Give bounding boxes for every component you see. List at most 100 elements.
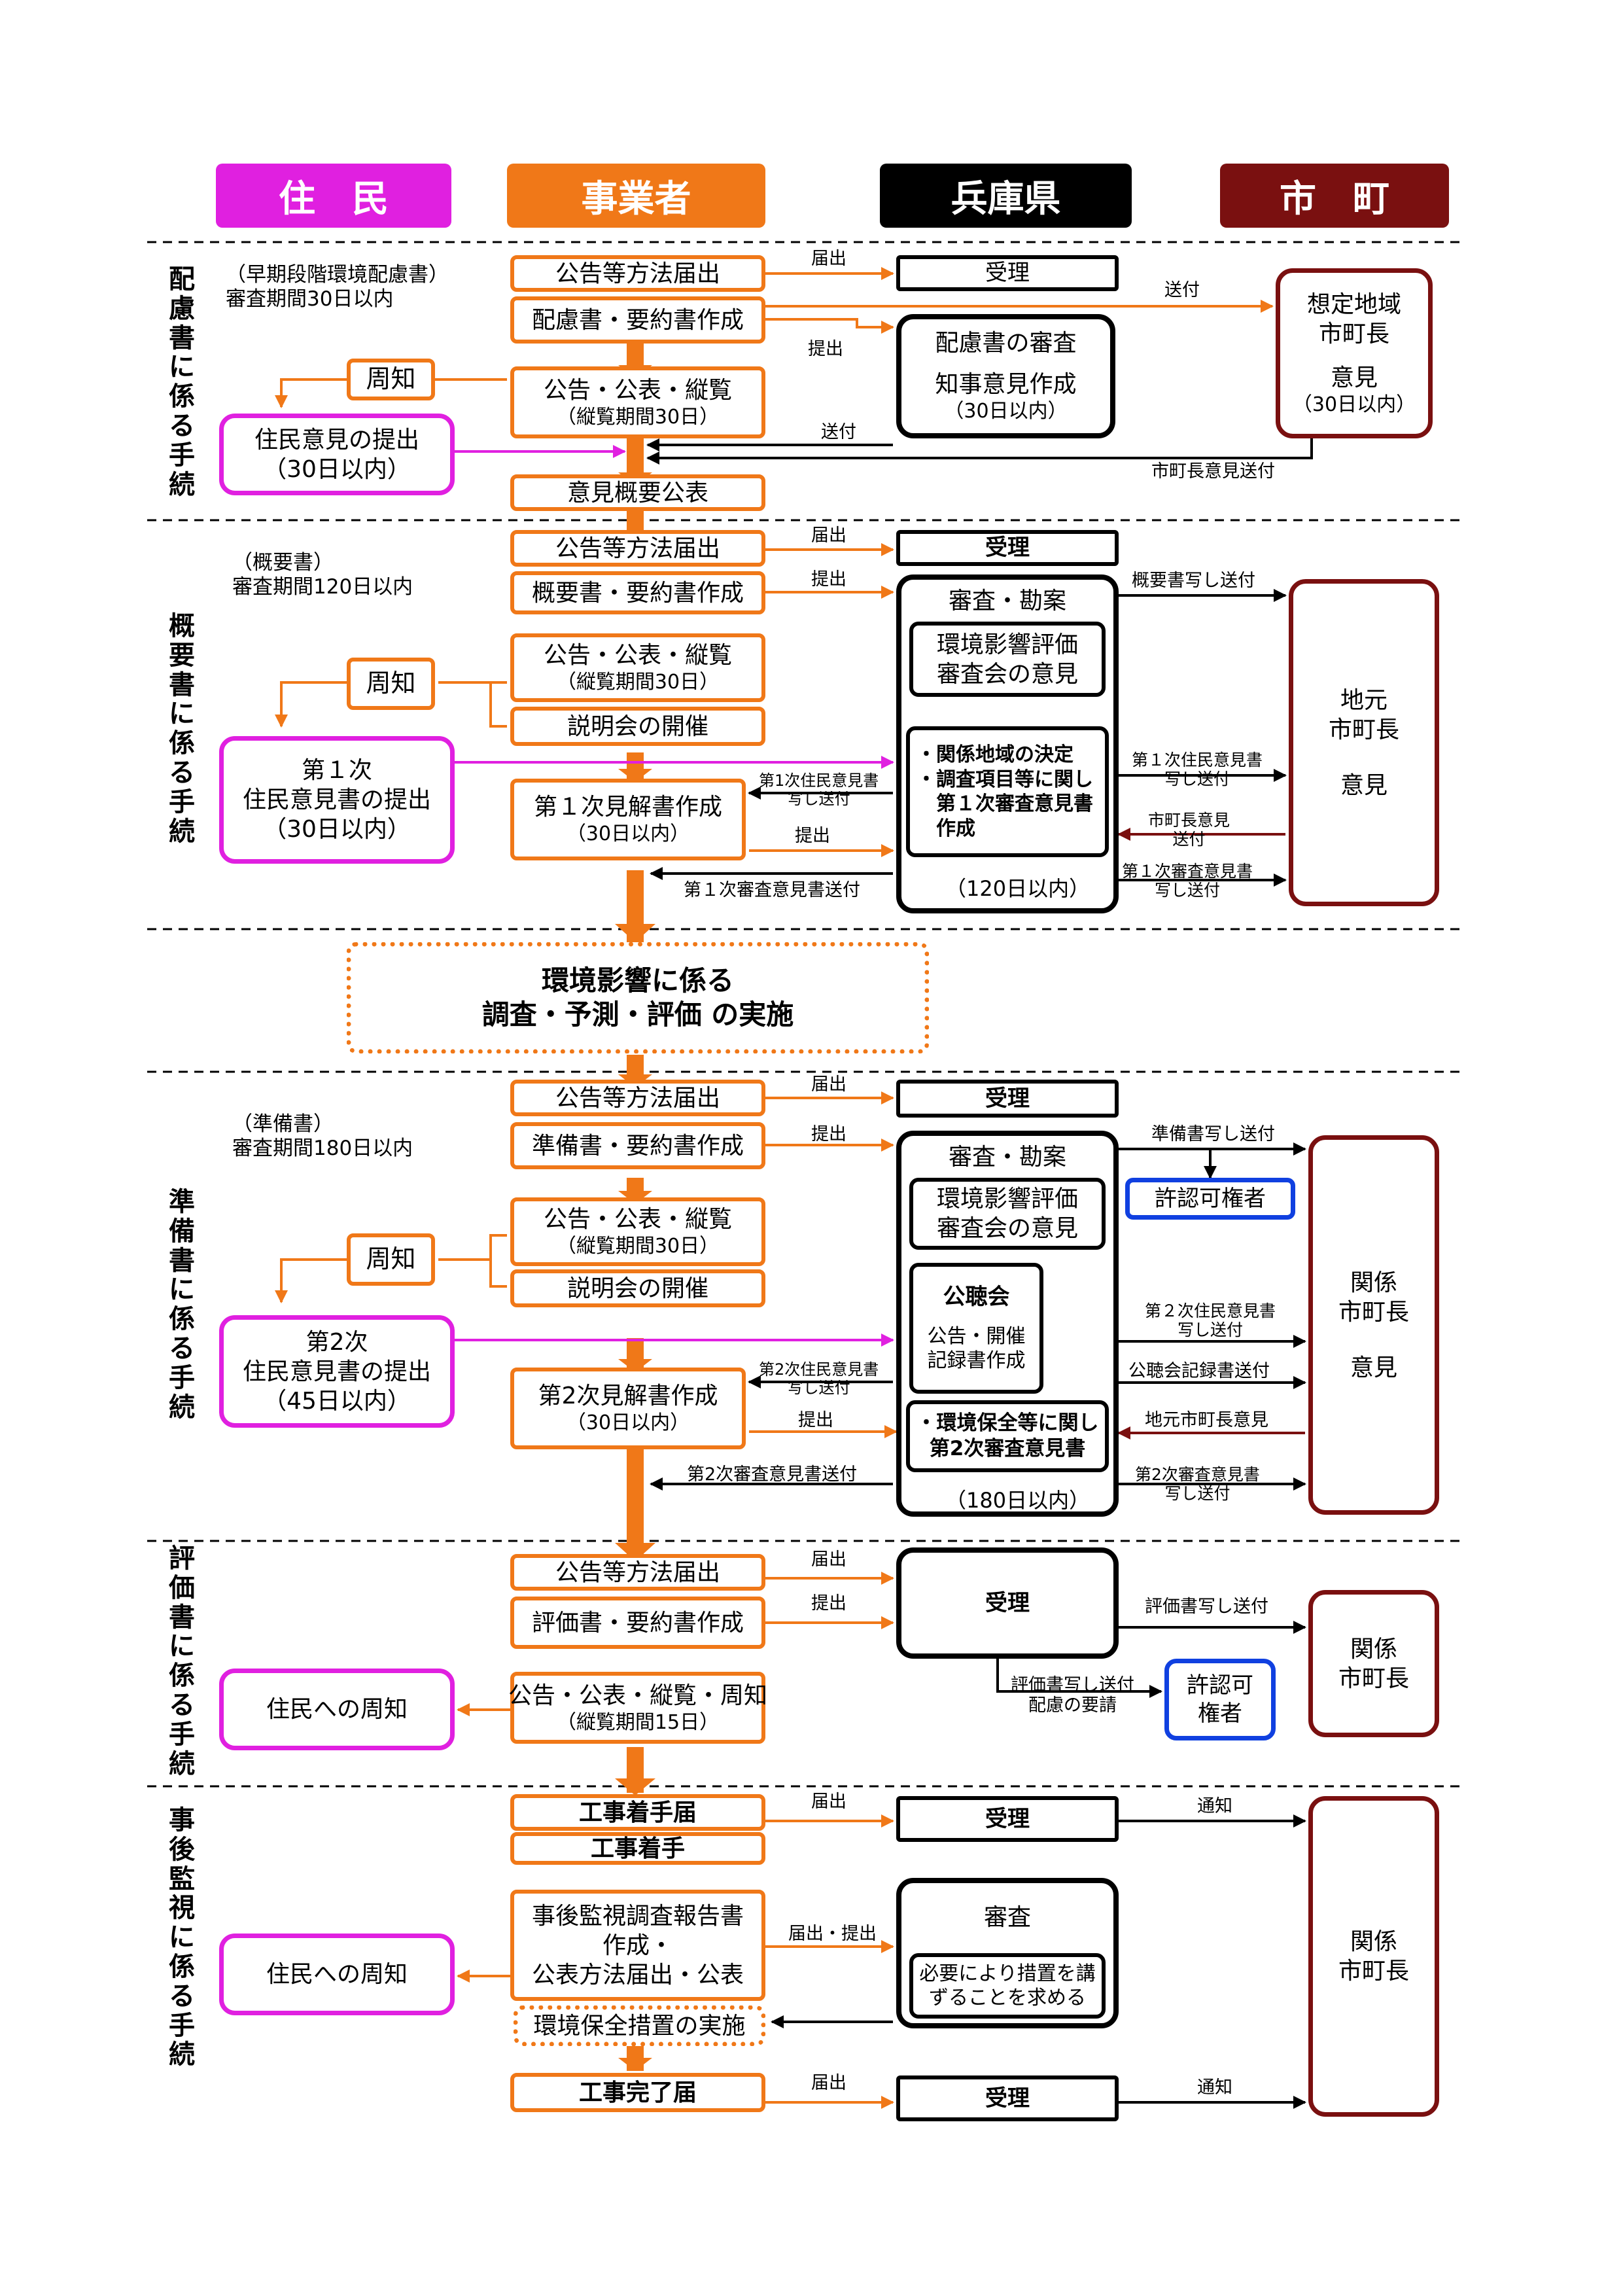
s1-notice: 周知 — [347, 359, 435, 400]
s2-note: （概要書）審査期間120日以内 — [232, 551, 413, 599]
s4-mun: 関係市町長 — [1308, 1590, 1439, 1737]
s4-label-teishutsu: 提出 — [811, 1593, 846, 1614]
s3-op-create-docs: 準備書・要約書作成 — [510, 1122, 765, 1169]
s4-connectors — [457, 1572, 1306, 1716]
s2-pref-accept: 受理 — [896, 530, 1119, 566]
section-label-2: 概要書に係る手続 — [169, 611, 195, 847]
s2-connectors — [275, 543, 1287, 887]
s1-mun-opinion: 想定地域市町長意見（30日以内） — [1276, 268, 1433, 438]
s2-notice: 周知 — [347, 658, 435, 710]
s3-pref-days: （180日以内） — [945, 1488, 1091, 1513]
s2-label-res-copy: 第1次住民意見書写し送付 — [759, 771, 879, 808]
s4-permit-holder: 許認可権者 — [1164, 1659, 1276, 1740]
section-label-1: 配慮書に係る手続 — [169, 264, 195, 500]
s3-label-opinion-send: 第2次審査意見書送付 — [687, 1464, 858, 1485]
s1-label-teishutsu: 提出 — [808, 339, 843, 359]
s1-op-publish-summary: 意見概要公表 — [510, 474, 765, 511]
s1-pref-review: 配慮書の審査知事意見作成（30日以内） — [896, 314, 1115, 438]
s5-mun: 関係市町長 — [1308, 1796, 1439, 2117]
s5-label-notify1: 通知 — [1197, 1796, 1232, 1816]
s3-label-to-mun2: 第2次審査意見書写し送付 — [1135, 1465, 1260, 1503]
s5-pref-accept1: 受理 — [896, 1796, 1119, 1842]
s1-op-notice-method: 公告等方法届出 — [510, 255, 765, 292]
header-operator: 事業者 — [507, 164, 765, 228]
s5-op-completion-notice: 工事完了届 — [510, 2073, 765, 2112]
s2-label-opinion-send: 第１次審査意見書送付 — [684, 880, 860, 900]
section-label-5: 事後監視に係る手続 — [169, 1805, 195, 2070]
s1-res-opinion: 住民意見の提出（30日以内） — [219, 414, 455, 495]
s3-pref-council: 環境影響評価審査会の意見 — [909, 1178, 1106, 1250]
s1-connectors — [275, 267, 1313, 465]
s3-label-from-mun: 地元市町長意見 — [1145, 1410, 1268, 1430]
s1-op-public-view: 公告・公表・縦覧（縦覧期間30日） — [510, 366, 765, 438]
section-label-4: 評価書に係る手続 — [169, 1544, 195, 1779]
s4-label-permit: 評価書写し送付配慮の要請 — [1011, 1675, 1134, 1716]
s3-mun-opinion: 関係市町長意見 — [1308, 1135, 1439, 1515]
s3-op-second-view: 第2次見解書作成（30日以内） — [510, 1368, 746, 1449]
s2-mun-opinion: 地元市町長意見 — [1289, 579, 1439, 906]
s1-label-soufu2: 送付 — [821, 422, 856, 442]
s2-label-copy: 概要書写し送付 — [1132, 571, 1255, 591]
s2-label-todoke: 届出 — [811, 525, 846, 546]
s5-connectors — [457, 1814, 1306, 2109]
s3-label-teishutsu2: 提出 — [798, 1410, 833, 1430]
s4-label-copy: 評価書写し送付 — [1145, 1597, 1268, 1617]
s2-op-notice-method: 公告等方法届出 — [510, 530, 765, 567]
s1-label-todoke: 届出 — [811, 249, 846, 269]
s2-res-opinion: 第１次住民意見書の提出（30日以内） — [219, 736, 455, 864]
s4-op-notice-method: 公告等方法届出 — [510, 1554, 765, 1591]
s2-label-teishutsu: 提出 — [811, 569, 846, 590]
s3-label-res-copy: 第2次住民意見書写し送付 — [759, 1360, 879, 1397]
s3-label-teishutsu: 提出 — [811, 1124, 846, 1144]
s2-label-to-mun: 第１次住民意見書写し送付 — [1132, 751, 1263, 788]
s5-pref-accept2: 受理 — [896, 2075, 1119, 2121]
s5-label-todoke-teishutsu: 届出・提出 — [788, 1924, 877, 1944]
s2-label-teishutsu2: 提出 — [795, 826, 830, 846]
header-residents: 住 民 — [216, 164, 451, 228]
s4-res-notice: 住民への周知 — [219, 1669, 455, 1750]
s5-op-monitoring-report: 事後監視調査報告書作成・公表方法届出・公表 — [510, 1890, 765, 2001]
s1-note: （早期段階環境配慮書）審査期間30日以内 — [226, 263, 449, 311]
section-label-3: 準備書に係る手続 — [169, 1187, 195, 1422]
s3-note: （準備書）審査期間180日以内 — [232, 1112, 413, 1161]
s5-res-notice: 住民への周知 — [219, 1934, 455, 2015]
s2-label-to-mun2: 第１次審査意見書写し送付 — [1122, 862, 1253, 900]
s3-op-notice-method: 公告等方法届出 — [510, 1080, 765, 1116]
s3-res-opinion: 第2次住民意見書の提出（45日以内） — [219, 1315, 455, 1428]
s4-label-todoke: 届出 — [811, 1549, 846, 1570]
survey-implementation: 環境影響に係る調査・予測・評価 の実施 — [347, 942, 929, 1053]
s2-op-create-docs: 概要書・要約書作成 — [510, 571, 765, 614]
s5-op-conservation: 環境保全措置の実施 — [514, 2005, 765, 2046]
s2-op-first-view: 第１次見解書作成（30日以内） — [510, 779, 746, 860]
s4-op-create-docs: 評価書・要約書作成 — [510, 1597, 765, 1649]
s3-permit-holder: 許認可権者 — [1125, 1178, 1295, 1220]
header-municipality: 市 町 — [1220, 164, 1449, 228]
s1-op-create-docs: 配慮書・要約書作成 — [510, 296, 765, 344]
s3-pref-second-opinion: ・環境保全等に関し第2次審査意見書 — [906, 1400, 1109, 1472]
s2-pref-council: 環境影響評価審査会の意見 — [909, 622, 1106, 697]
s4-op-public-view: 公告・公表・縦覧・周知（縦覧期間15日） — [508, 1672, 767, 1744]
s3-label-hearing: 公聴会記録書送付 — [1128, 1361, 1270, 1381]
header-prefecture: 兵庫県 — [880, 164, 1132, 228]
s1-label-soufu: 送付 — [1164, 280, 1200, 300]
s3-label-copy: 準備書写し送付 — [1151, 1124, 1275, 1144]
s3-pref-accept: 受理 — [896, 1080, 1119, 1118]
s1-pref-accept: 受理 — [896, 255, 1119, 291]
s3-pref-hearing: 公聴会公告・開催記録書作成 — [909, 1263, 1043, 1394]
s2-op-public-view: 公告・公表・縦覧（縦覧期間30日） — [510, 633, 765, 702]
s5-label-notify2: 通知 — [1197, 2077, 1232, 2098]
s2-label-from-mun: 市町長意見送付 — [1148, 811, 1230, 849]
s3-label-todoke: 届出 — [811, 1074, 846, 1095]
s5-label-todoke2: 届出 — [811, 2073, 846, 2093]
s2-pref-days: （120日以内） — [945, 876, 1091, 901]
s5-label-todoke: 届出 — [811, 1792, 846, 1812]
s5-pref-request: 必要により措置を講ずることを求める — [909, 1953, 1106, 2019]
s4-pref-accept: 受理 — [896, 1547, 1119, 1659]
s3-connectors — [275, 1091, 1306, 1491]
s3-op-briefing: 説明会の開催 — [510, 1269, 765, 1307]
s3-label-to-mun: 第２次住民意見書写し送付 — [1145, 1301, 1276, 1339]
s5-op-construction-notice: 工事着手届 — [510, 1794, 765, 1831]
s1-label-mayor: 市町長意見送付 — [1151, 461, 1275, 482]
s2-pref-decision: ・関係地域の決定・調査項目等に関し 第１次審査意見書 作成 — [906, 726, 1109, 857]
s3-notice: 周知 — [347, 1233, 435, 1286]
